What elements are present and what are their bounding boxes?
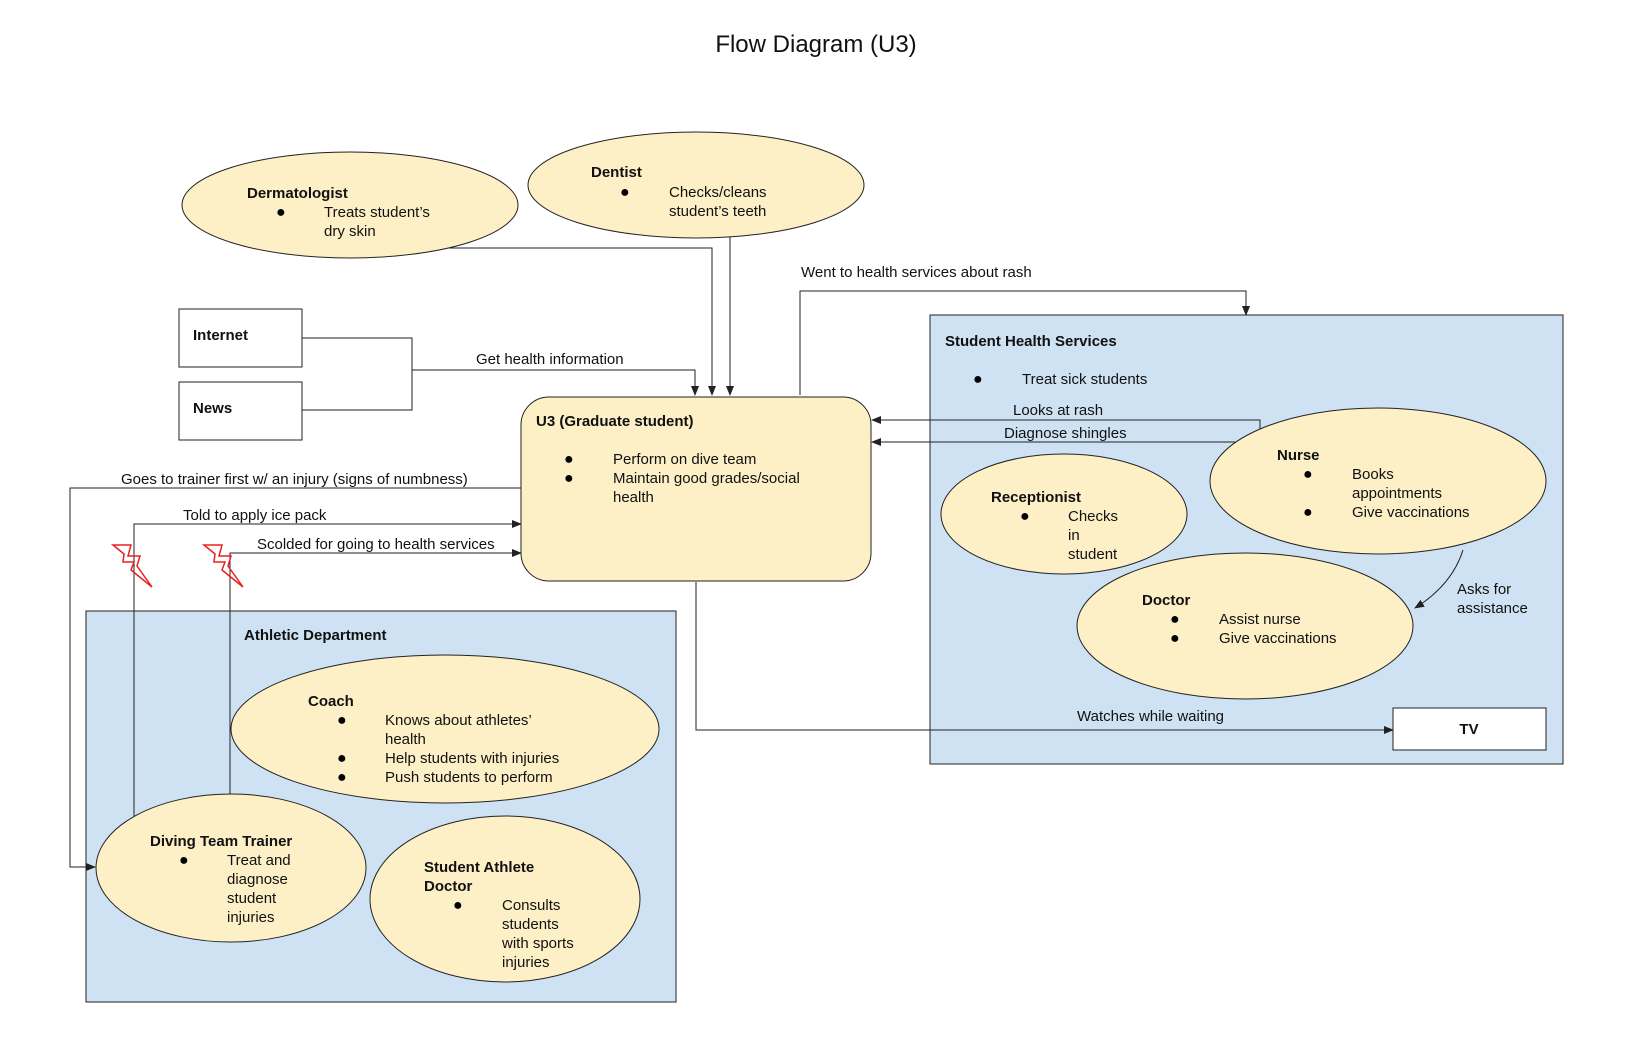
athlete-doctor-item: students <box>502 916 559 933</box>
u3-item: health <box>613 489 654 506</box>
edge-asks-assistance <box>1414 549 1464 609</box>
doctor-title: Doctor <box>1142 592 1190 609</box>
edge-label-scolded: Scolded for going to health services <box>257 536 495 553</box>
edge-went-to-services <box>799 290 1250 395</box>
trainer-item: injuries <box>227 909 275 926</box>
u3-bullet: ● <box>564 451 574 468</box>
nurse-node <box>1209 407 1547 555</box>
trainer-title: Diving Team Trainer <box>150 833 292 850</box>
athlete-doctor-bullet: ● <box>453 897 463 914</box>
edge-label-asks: Asks for <box>1457 581 1511 598</box>
u3-item: Maintain good grades/social <box>613 470 800 487</box>
trainer-bullet: ● <box>179 852 189 869</box>
u3-node <box>520 396 872 582</box>
internet-node <box>178 308 303 368</box>
dermatologist-item: dry skin <box>324 223 376 240</box>
health-services-item: Treat sick students <box>1022 371 1147 388</box>
edge-label-asks: assistance <box>1457 600 1528 617</box>
nurse-item: Books <box>1352 466 1394 483</box>
athlete-doctor-item: with sports <box>501 935 574 952</box>
nurse-bullet: ● <box>1303 466 1313 483</box>
health-services-bullet: ● <box>973 371 983 388</box>
dermatologist-title: Dermatologist <box>247 185 348 202</box>
coach-bullet: ● <box>337 750 347 767</box>
trainer-item: diagnose <box>227 871 288 888</box>
nurse-item: Give vaccinations <box>1352 504 1470 521</box>
doctor-bullet: ● <box>1170 611 1180 628</box>
edge-looks-at-rash <box>871 416 1261 430</box>
coach-item: Knows about athletes’ <box>385 712 532 729</box>
receptionist-title: Receptionist <box>991 489 1081 506</box>
edge-label-health-info: Get health information <box>476 351 624 368</box>
trainer-item: student <box>227 890 277 907</box>
news-title: News <box>193 400 232 417</box>
internet-title: Internet <box>193 327 248 344</box>
trainer-item: Treat and <box>227 852 291 869</box>
doctor-bullet: ● <box>1170 630 1180 647</box>
edge-label-looks-at-rash: Looks at rash <box>1013 402 1103 419</box>
edge-label-diagnose-shingles: Diagnose shingles <box>1004 425 1127 442</box>
dentist-item: student’s teeth <box>669 203 766 220</box>
receptionist-node <box>940 453 1188 575</box>
coach-node <box>230 654 660 804</box>
doctor-node <box>1076 552 1414 700</box>
tv-node <box>1392 707 1547 751</box>
edge-health-info <box>412 369 699 396</box>
receptionist-bullet: ● <box>1020 508 1030 525</box>
edge-goes-to-trainer <box>69 487 521 871</box>
doctor-item: Give vaccinations <box>1219 630 1337 647</box>
edge-ice-pack <box>133 520 522 816</box>
edge-label-ice-pack: Told to apply ice pack <box>183 507 327 524</box>
dermatologist-bullet: ● <box>276 204 286 221</box>
coach-item: Help students with injuries <box>385 750 559 767</box>
edge-internet-bracket <box>302 337 413 411</box>
coach-bullet: ● <box>337 769 347 786</box>
trainer-node <box>95 793 367 943</box>
edge-label-goes-to-trainer: Goes to trainer first w/ an injury (sign… <box>121 471 468 488</box>
coach-bullet: ● <box>337 712 347 729</box>
nurse-item: appointments <box>1352 485 1442 502</box>
edge-watches-tv <box>695 582 1394 734</box>
dentist-bullet: ● <box>620 184 630 201</box>
health-services-title: Student Health Services <box>945 333 1117 350</box>
dentist-item: Checks/cleans <box>669 184 767 201</box>
dentist-title: Dentist <box>591 164 642 181</box>
u3-title: U3 (Graduate student) <box>536 413 694 430</box>
connectors <box>69 236 1464 871</box>
edge-dermatologist-u3 <box>440 247 716 396</box>
dentist-node <box>527 131 865 239</box>
lightning-icon <box>110 544 153 588</box>
diagram-title: Flow Diagram (U3) <box>715 31 916 58</box>
edge-label-went-to-services: Went to health services about rash <box>801 264 1032 281</box>
edge-label-watches-tv: Watches while waiting <box>1077 708 1224 725</box>
nurse-bullet: ● <box>1303 504 1313 521</box>
coach-title: Coach <box>308 693 354 710</box>
dermatologist-item: Treats student’s <box>324 204 430 221</box>
athlete-doctor-node <box>369 815 641 983</box>
edge-scolded <box>229 549 522 798</box>
receptionist-item: in <box>1068 527 1080 544</box>
coach-item: Push students to perform <box>385 769 553 786</box>
athlete-doctor-item: Consults <box>502 897 560 914</box>
athletic-department-title: Athletic Department <box>244 627 387 644</box>
nurse-title: Nurse <box>1277 447 1320 464</box>
athlete-doctor-title: Doctor <box>424 878 472 895</box>
lightning-icons <box>110 544 244 588</box>
receptionist-item: student <box>1068 546 1118 563</box>
athlete-doctor-title: Student Athlete <box>424 859 534 876</box>
u3-item: Perform on dive team <box>613 451 756 468</box>
dermatologist-node <box>181 151 519 259</box>
tv-title: TV <box>1459 721 1478 738</box>
coach-item: health <box>385 731 426 748</box>
news-node <box>178 381 303 441</box>
lightning-icon <box>201 544 244 588</box>
u3-bullet: ● <box>564 470 574 487</box>
doctor-item: Assist nurse <box>1219 611 1301 628</box>
receptionist-item: Checks <box>1068 508 1118 525</box>
athlete-doctor-item: injuries <box>502 954 550 971</box>
